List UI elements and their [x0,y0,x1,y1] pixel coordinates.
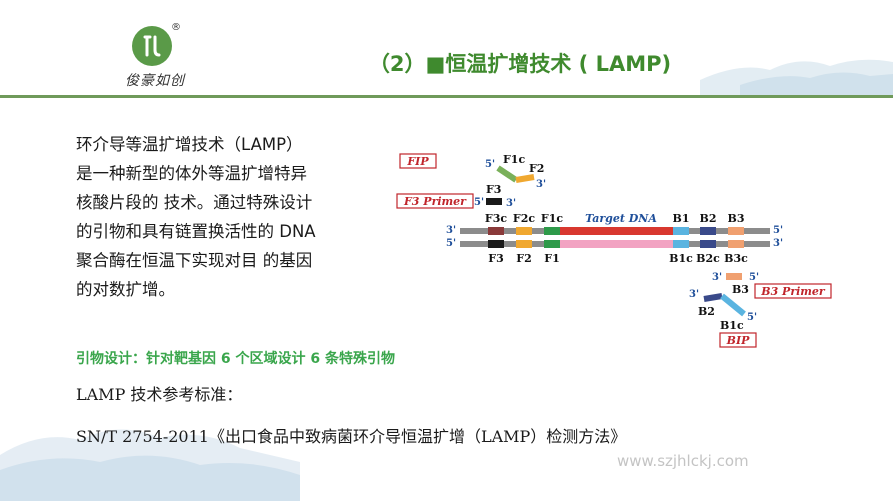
f3-primer-label: F3 Primer [403,195,467,208]
primer-design-note: 引物设计：针对靶基因 6 个区域设计 6 条特殊引物 [76,351,395,367]
bottom-f3-block [488,240,504,248]
b3-primer-segment [726,273,742,280]
page-title: （2）■恒温扩增技术 ( LAMP) [368,52,672,76]
fip-label-box [399,153,437,169]
jh-monogram-icon [132,26,172,66]
bottom-strand-end-3: 3' [773,238,783,249]
fip-f1c-segment [496,165,518,183]
bottom-b1c-block [673,240,689,248]
f3-primer-segment [486,198,502,205]
bottom-b3c-block [728,240,744,248]
header-divider [0,95,893,98]
top-f3c-block [488,227,504,235]
fip-part-f1c: F1c [503,153,525,166]
bip-b1c-segment [720,293,746,317]
logo-text: 俊豪如创 [125,73,185,89]
fip-f2-segment [515,174,535,183]
bip-b2-segment [703,293,723,302]
top-strand-end-5: 5' [773,225,783,236]
bottom-strand-end-5: 5' [446,238,456,249]
b3-end-3: 3' [712,272,722,283]
region-f3: F3 [488,252,503,265]
region-b3: B3 [728,212,745,225]
bip-part-b2: B2 [698,305,715,318]
region-f2: F2 [516,252,531,265]
region-b3c: B3c [724,252,748,265]
standard-reference: SN/T 2754-2011《出口食品中致病菌环介导恒温扩增（LAMP）检测方法… [76,427,627,446]
fip-end-5: 5' [485,159,495,170]
top-target-block [560,227,673,235]
bottom-f1-block [544,240,560,248]
region-b1c: B1c [669,252,693,265]
bip-end-3: 3' [689,289,699,300]
top-b1-block [673,227,689,235]
region-f3c: F3c [485,212,507,225]
f3-primer-label-box [396,193,474,209]
f3-primer-part: F3 [486,183,501,196]
bottom-b2c-block [700,240,716,248]
top-b3-block [728,227,744,235]
intro-paragraph: 环介导等温扩增技术（LAMP） 是一种新型的体外等温扩增特异 核酸片段的 技术。… [76,135,316,299]
website-watermark: www.szjhlckj.com [617,452,749,470]
b3-primer-part: B3 [732,283,749,296]
top-f2c-block [516,227,532,235]
fip-end-3: 3' [536,179,546,190]
bip-label: BIP [726,334,750,347]
registered-mark: ® [171,22,181,33]
top-strand-end-3: 3' [446,225,456,236]
region-f1: F1 [544,252,559,265]
company-logo: ® 俊豪如创 [112,22,198,89]
bip-end-5: 5' [747,312,757,323]
top-f1c-block [544,227,560,235]
region-b2: B2 [700,212,717,225]
region-b1: B1 [673,212,690,225]
b3-primer-label: B3 Primer [760,285,826,298]
lamp-primer-diagram: FIP 5' F1c F2 3' F3 Primer F3 5' 3' F3c … [396,153,832,348]
region-f2c: F2c [513,212,535,225]
b3-primer-label-box [754,283,832,299]
bottom-target-block [560,240,673,248]
f3-end-5: 5' [474,197,484,208]
bip-label-box [719,332,757,348]
top-b2-block [700,227,716,235]
bip-part-b1c: B1c [720,319,744,332]
region-f1c: F1c [541,212,563,225]
b3-end-5: 5' [749,272,759,283]
region-b2c: B2c [696,252,720,265]
standard-title: LAMP 技术参考标准： [76,385,243,404]
target-dna-label: Target DNA [585,212,657,225]
fip-part-f2: F2 [529,162,544,175]
f3-end-3: 3' [506,198,516,209]
fip-label: FIP [406,155,429,168]
bottom-f2-block [516,240,532,248]
